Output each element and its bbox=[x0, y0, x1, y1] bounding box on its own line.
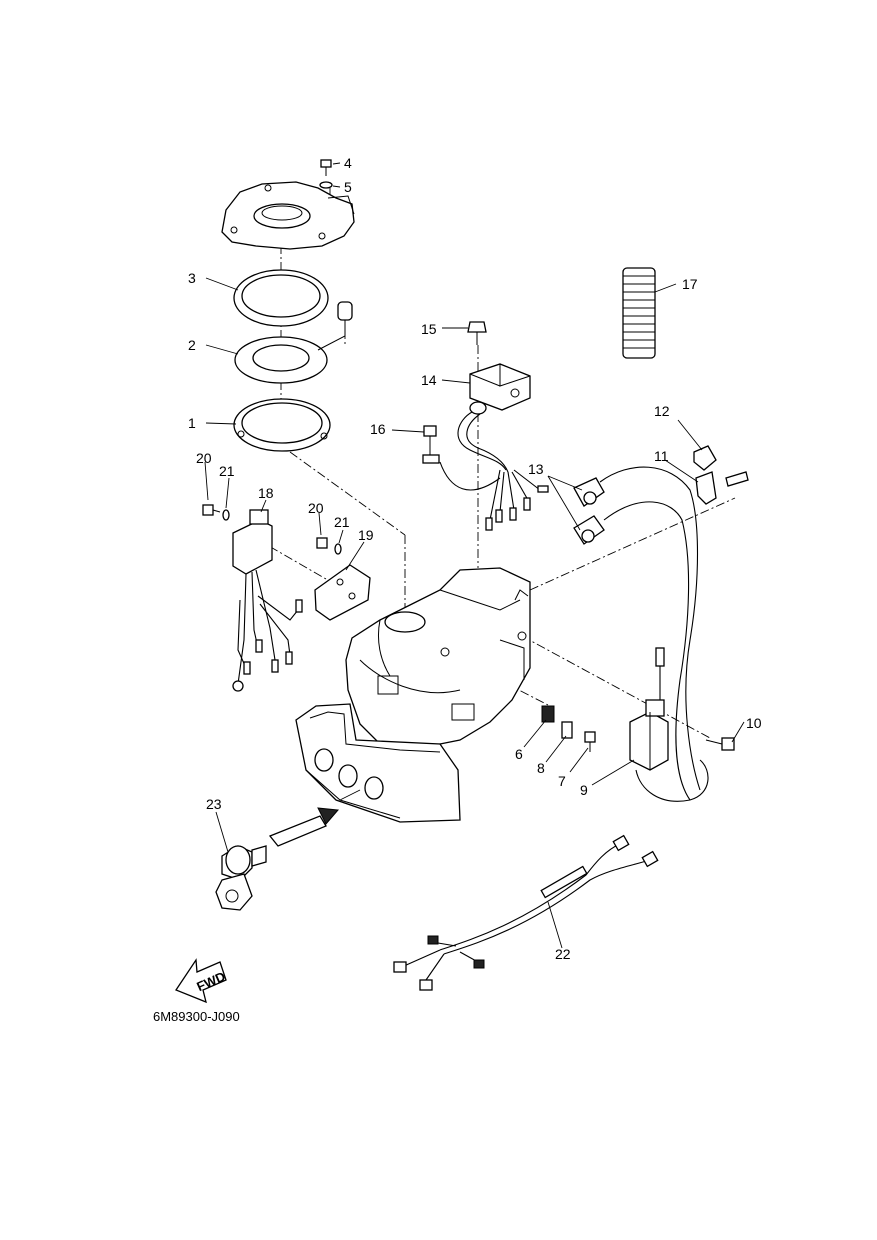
callout-15: 15 bbox=[421, 321, 437, 337]
callout-23: 23 bbox=[206, 796, 222, 812]
powerhead-block bbox=[345, 567, 531, 749]
bolt-part-20-left bbox=[202, 504, 221, 516]
washer-part-21-left bbox=[222, 509, 230, 521]
bracket-part-11 bbox=[695, 471, 749, 505]
clip-part-6 bbox=[541, 705, 555, 723]
callout-10: 10 bbox=[746, 715, 762, 731]
callout-17: 17 bbox=[682, 276, 698, 292]
callout-6: 6 bbox=[515, 746, 523, 762]
diagram-code: 6M89300-J090 bbox=[153, 1009, 240, 1024]
coil-part-14 bbox=[439, 363, 549, 531]
callout-18: 18 bbox=[258, 485, 274, 501]
callout-9: 9 bbox=[580, 782, 588, 798]
callout-labels: 1 2 3 4 5 6 7 8 9 10 11 12 13 14 15 16 1… bbox=[188, 155, 762, 962]
washer-part-5 bbox=[319, 181, 333, 189]
callout-16: 16 bbox=[370, 421, 386, 437]
wire-harness-part-22 bbox=[393, 834, 659, 991]
holder-part-8 bbox=[561, 721, 573, 739]
bottom-cowling bbox=[295, 703, 461, 823]
callout-20-left: 20 bbox=[196, 450, 212, 466]
callout-5: 5 bbox=[344, 179, 352, 195]
gasket-part-1 bbox=[233, 398, 331, 452]
bracket-part-19 bbox=[314, 564, 371, 621]
callout-20-right: 20 bbox=[308, 500, 324, 516]
callout-7: 7 bbox=[558, 773, 566, 789]
cdi-unit-part-18 bbox=[232, 509, 303, 692]
screw-part-4 bbox=[320, 159, 332, 176]
ring-part-3 bbox=[233, 269, 329, 327]
washer-part-21-right bbox=[334, 543, 342, 555]
callout-2: 2 bbox=[188, 337, 196, 353]
callout-19: 19 bbox=[358, 527, 374, 543]
spring-part-17 bbox=[622, 267, 656, 359]
leader-lines bbox=[204, 162, 745, 949]
callout-22: 22 bbox=[555, 946, 571, 962]
plate-part-2 bbox=[234, 301, 353, 384]
callout-8: 8 bbox=[537, 760, 545, 776]
callout-21-right: 21 bbox=[334, 514, 350, 530]
lever-part-23 bbox=[215, 845, 267, 911]
ignition-coil-part-9 bbox=[629, 647, 709, 802]
callout-12: 12 bbox=[654, 403, 670, 419]
bolt-part-20-right bbox=[316, 537, 328, 549]
guide-arrow-part bbox=[268, 789, 361, 847]
callout-13: 13 bbox=[528, 461, 544, 477]
callout-4: 4 bbox=[344, 155, 352, 171]
bolt-part-15 bbox=[467, 321, 487, 345]
fwd-arrow-icon: FWD bbox=[175, 958, 228, 1004]
callout-14: 14 bbox=[421, 372, 437, 388]
callout-21-left: 21 bbox=[219, 463, 235, 479]
bolt-part-10 bbox=[705, 737, 735, 751]
plug-cap-part-13 bbox=[573, 466, 701, 801]
clamp-part-12 bbox=[693, 445, 717, 471]
callout-11: 11 bbox=[654, 448, 669, 464]
screw-part-16 bbox=[422, 425, 440, 464]
screw-part-7 bbox=[584, 731, 596, 752]
callout-1: 1 bbox=[188, 415, 196, 431]
stator-base-plate bbox=[221, 181, 355, 250]
callout-3: 3 bbox=[188, 270, 196, 286]
